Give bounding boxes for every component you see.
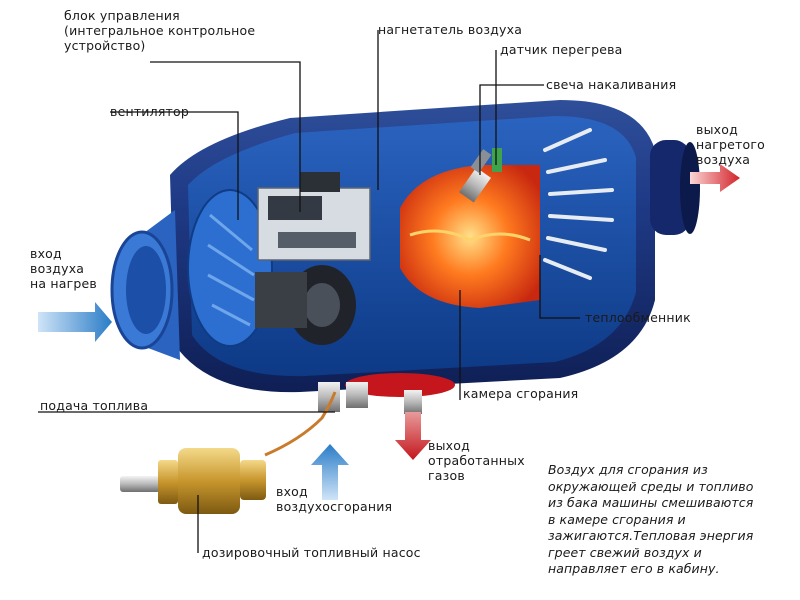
- bottom-fittings: [318, 373, 455, 414]
- label-heat-exchanger: теплообменник: [585, 310, 691, 325]
- glow-plug: [459, 149, 492, 203]
- heater-housing: [110, 100, 700, 414]
- fan-icon: [187, 189, 273, 347]
- control-unit-board: [257, 172, 371, 261]
- label-overheat-sensor: датчик перегрева: [500, 42, 623, 57]
- air-in-arrow: [38, 302, 112, 342]
- hot-air-out-arrow: [690, 164, 740, 192]
- label-glow-plug: свеча накаливания: [546, 77, 677, 92]
- label-combustion-chamber: камера сгорания: [463, 386, 579, 401]
- label-air-blower: нагнетатель воздуха: [378, 22, 523, 37]
- label-hot-air-out: выход нагретого воздуха: [696, 122, 765, 167]
- label-fuel-supply: подача топлива: [40, 398, 149, 413]
- combustion-chamber-area: [400, 165, 540, 308]
- fuel-line: [264, 391, 337, 457]
- leader-lines: [38, 30, 580, 553]
- exhaust-arrow: [395, 412, 431, 460]
- label-air-in: вход воздуха на нагрев: [30, 246, 97, 291]
- label-combustion-air-in: вход воздухосгорания: [276, 484, 393, 514]
- label-control-unit: блок управления (интегральное контрольно…: [64, 8, 256, 53]
- heat-exchanger-fins: [543, 128, 614, 280]
- label-fan: вентилятор: [110, 104, 190, 119]
- label-dosing-pump: дозировочный топливный насос: [202, 545, 421, 560]
- dosing-pump: [120, 448, 266, 514]
- blower-motor: [255, 265, 356, 345]
- combustion-air-arrow: [311, 444, 349, 500]
- overheat-sensor-element: [492, 148, 502, 172]
- description-text: Воздух для сгорания из окружающей среды …: [548, 462, 754, 576]
- label-exhaust-out: выход отработанных газов: [428, 438, 525, 483]
